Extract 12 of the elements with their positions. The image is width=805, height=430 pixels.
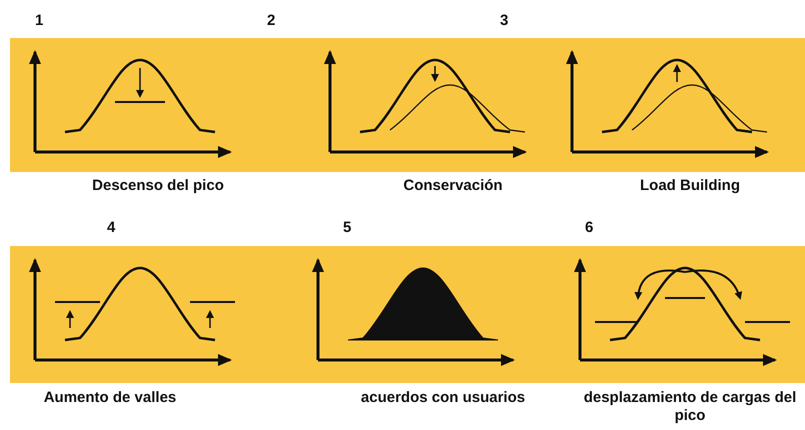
step-number: 1 <box>35 12 44 30</box>
caption: Aumento de valles <box>42 389 178 407</box>
caption: desplazamiento de cargas del pico <box>582 389 798 425</box>
step-number: 4 <box>107 219 116 237</box>
step-number: 2 <box>267 12 276 30</box>
step-number: 5 <box>343 219 352 237</box>
caption: acuerdos con usuarios <box>360 389 526 407</box>
caption: Load Building <box>639 177 741 195</box>
step-number: 3 <box>500 12 508 30</box>
caption: Conservación <box>402 177 504 195</box>
caption: Descenso del pico <box>91 177 225 195</box>
step-number: 6 <box>585 219 594 237</box>
